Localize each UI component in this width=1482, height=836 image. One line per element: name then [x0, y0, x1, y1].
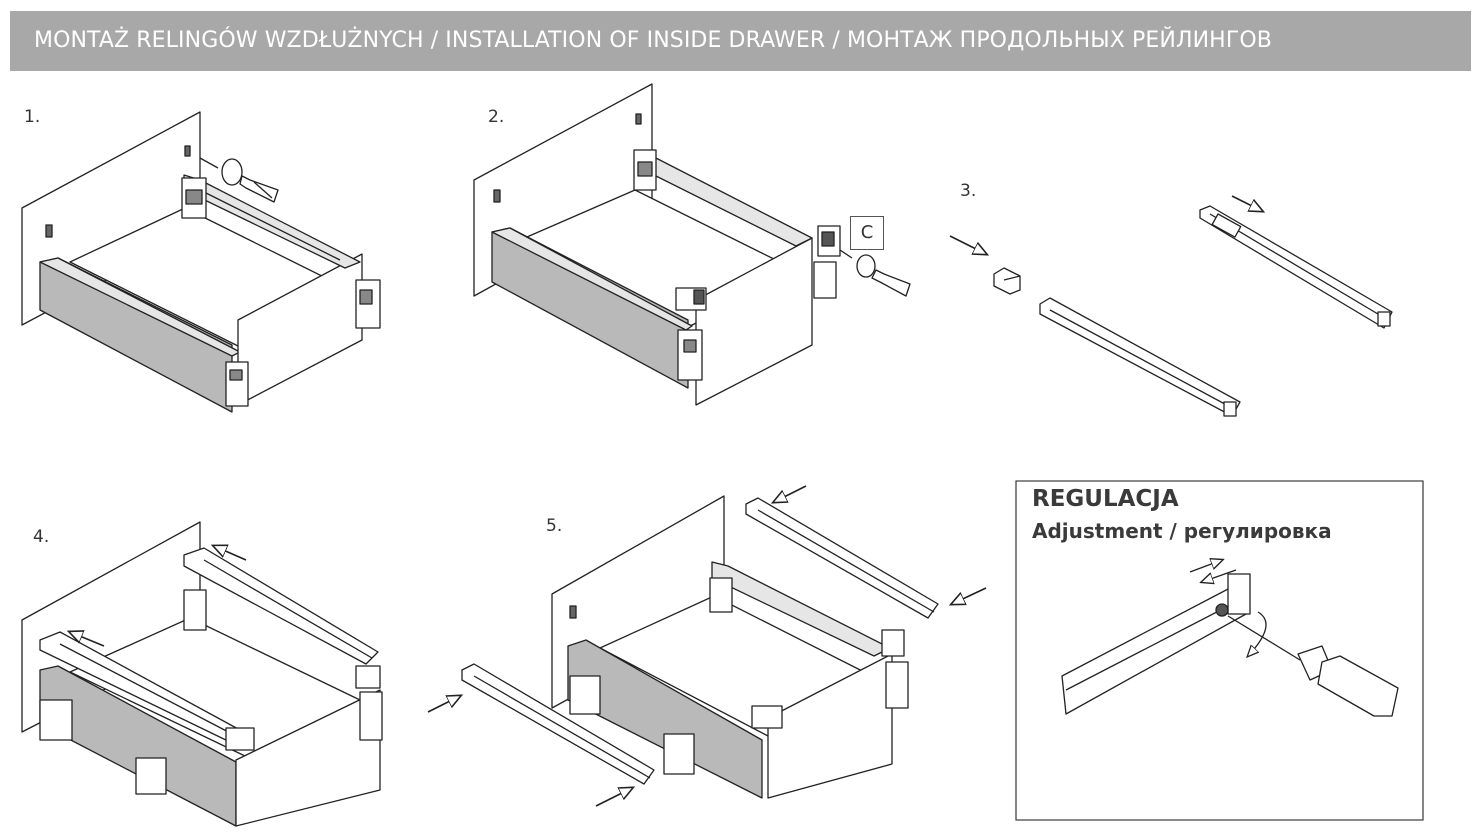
adjustment-drawing: [1061, 560, 1399, 717]
adjustment-panel: [1015, 480, 1424, 821]
step-5-drawer: [427, 485, 987, 807]
adjustment-subtitle: Adjustment / регулировка: [1032, 519, 1332, 543]
adjustment-title: REGULACJA: [1032, 486, 1179, 512]
step-4-drawer: [21, 521, 383, 827]
step-2-number: 2.: [488, 107, 505, 127]
step-2-drawer: [473, 83, 911, 406]
step-3-number: 3.: [960, 181, 977, 201]
step-1-drawer: [21, 111, 381, 413]
page-title: MONTAŻ RELINGÓW WZDŁUŻNYCH / INSTALLATIO…: [34, 28, 1272, 53]
step-1-number: 1.: [24, 107, 41, 127]
step-3-parts: [949, 195, 1393, 417]
step-5-number: 5.: [546, 516, 563, 536]
header-bar: MONTAŻ RELINGÓW WZDŁUŻNYCH / INSTALLATIO…: [10, 11, 1471, 71]
step-4-number: 4.: [33, 527, 50, 547]
detail-c-label: C: [850, 216, 884, 250]
